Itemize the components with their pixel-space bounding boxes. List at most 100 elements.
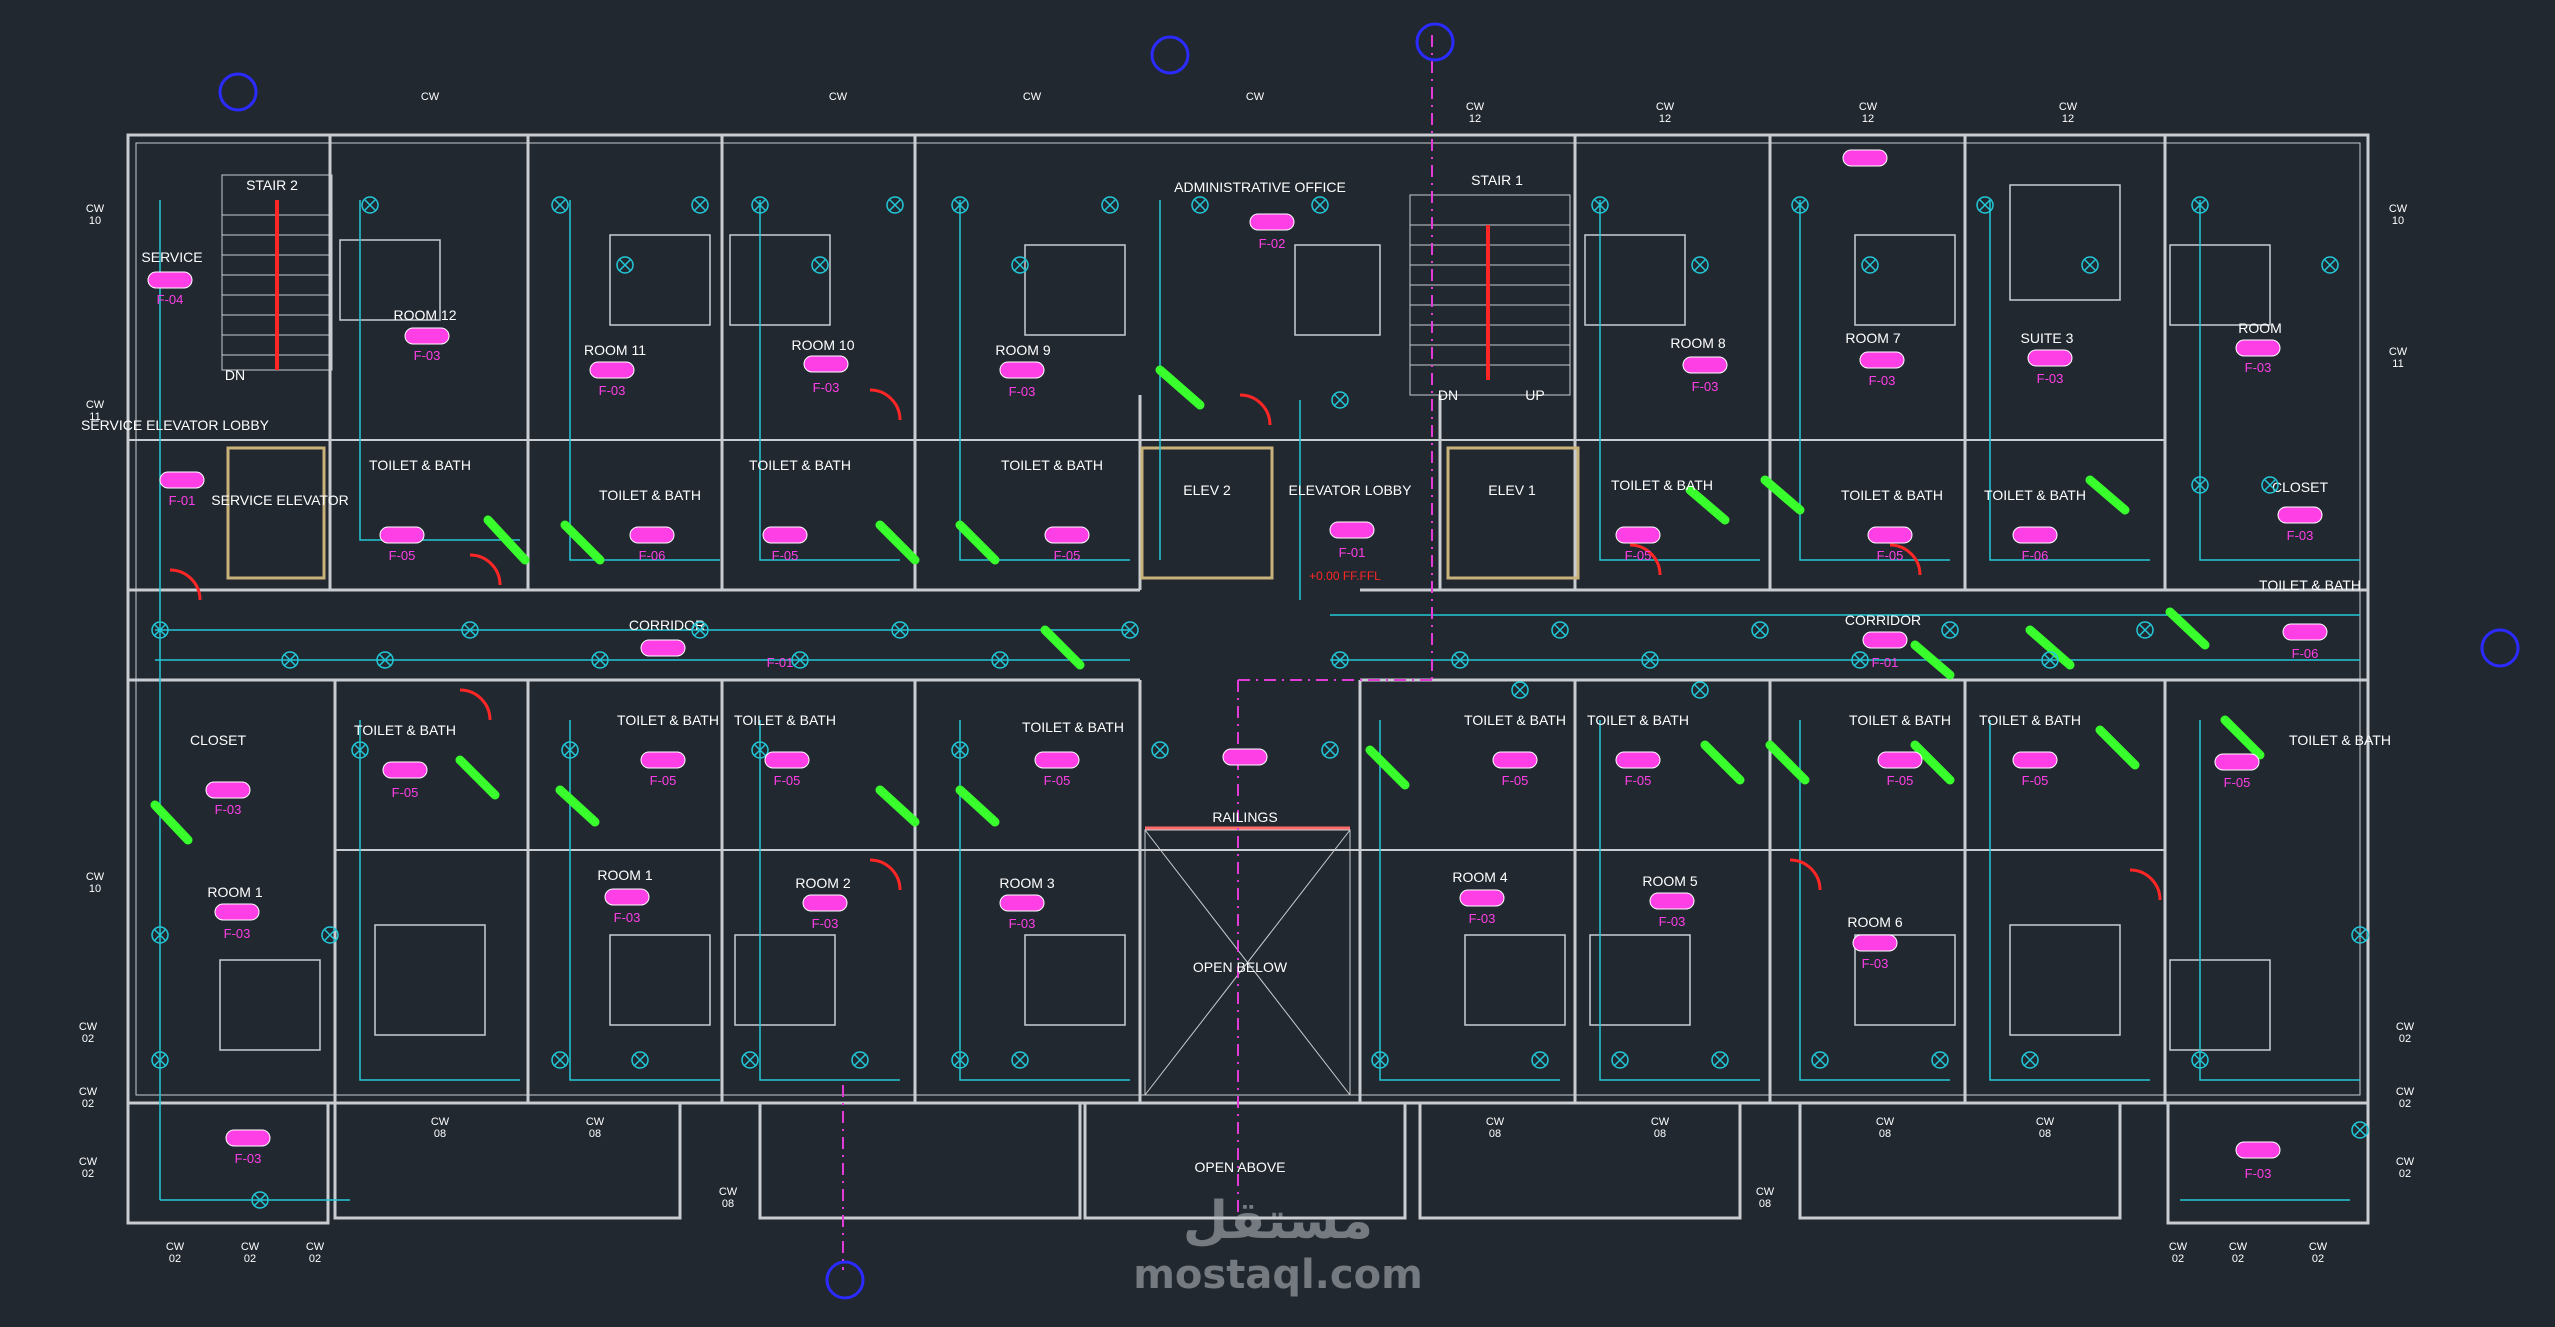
grid-tag-cw: CW: [431, 1116, 450, 1128]
light-fixture-icon: [1591, 196, 1609, 214]
light-fixture-icon: [1551, 621, 1569, 639]
finish-tag-pill: [1852, 934, 1898, 952]
finish-tag-room12: F-03: [414, 348, 441, 363]
grid-tag-cw: CW: [241, 1241, 260, 1253]
light-fixture-cross: [1713, 1053, 1727, 1067]
room-label-stair1: STAIR 1: [1471, 172, 1523, 188]
grid-tag-number: 02: [82, 1098, 94, 1110]
light-fixture-cross: [563, 743, 577, 757]
grid-tag-number: 02: [2232, 1253, 2244, 1265]
finish-tag-pill: [604, 888, 650, 906]
light-fixture-icon: [351, 741, 369, 759]
finish-tag-service: F-04: [157, 292, 184, 307]
room-label-room10: ROOM 10: [791, 337, 854, 353]
room-label-admin: ADMINISTRATIVE OFFICE: [1174, 179, 1346, 195]
grid-tag-number: 02: [2399, 1033, 2411, 1045]
light-fixture-cross: [1643, 653, 1657, 667]
light-fixture-cross: [693, 623, 707, 637]
finish-tag-tb1: F-05: [389, 548, 416, 563]
light-fixture-icon: [886, 196, 904, 214]
room-label-room6: ROOM 6: [1847, 914, 1902, 930]
finish-tag-pill: [1867, 526, 1913, 544]
finish-tag-pill: [382, 761, 428, 779]
grid-tag-number: 08: [589, 1128, 601, 1140]
stair1-dn-label: DN: [1438, 387, 1458, 403]
light-fixture-cross: [2353, 928, 2367, 942]
grid-tag-number: 02: [2172, 1253, 2184, 1265]
finish-tag-pill: [2214, 753, 2260, 771]
finish-tag-pill: [1842, 149, 1888, 167]
finish-tag-pill: [629, 526, 675, 544]
grid-tag-cw: CW: [166, 1241, 185, 1253]
light-fixture-icon: [891, 621, 909, 639]
finish-tag-tb11: F-05: [1044, 773, 1071, 788]
finish-tag-tb7: F-06: [2022, 548, 2049, 563]
room-label-open-below: OPEN BELOW: [1193, 959, 1288, 975]
light-fixture-icon: [1011, 1051, 1029, 1069]
grid-tags: CW10CW11CW10CW02CW02CW02CW02CW02CW02CW08…: [79, 91, 2415, 1265]
finish-tag-pill: [1615, 526, 1661, 544]
grid-tag-number: 12: [1862, 113, 1874, 125]
light-fixture-cross: [1943, 623, 1957, 637]
light-fixture-cross: [753, 198, 767, 212]
room-label-service-elev-lobby: SERVICE ELEVATOR LOBBY: [81, 417, 270, 433]
light-fixture-icon: [2191, 196, 2209, 214]
grid-tag-cw: CW: [719, 1186, 738, 1198]
grid-tag-cw: CW: [79, 1021, 98, 1033]
grid-tag-cw: CW: [586, 1116, 605, 1128]
light-fixture-icon: [281, 651, 299, 669]
finish-tag-pill: [999, 361, 1045, 379]
light-fixture-icon: [561, 741, 579, 759]
light-fixtures: [151, 196, 2369, 1209]
finish-tag-selobby: F-01: [169, 493, 196, 508]
room-label-tb2: TOILET & BATH: [599, 487, 701, 503]
finish-tag-pill: [1044, 526, 1090, 544]
stair-1: [1409, 194, 1571, 396]
room-label-service: SERVICE: [141, 249, 202, 265]
finish-tag-pill: [2282, 623, 2328, 641]
finish-tag-room1: F-03: [614, 910, 641, 925]
finish-tag-room1-l: F-03: [224, 926, 251, 941]
grid-tag-cw: CW: [2389, 203, 2408, 215]
light-fixture-cross: [1533, 1053, 1547, 1067]
finish-tag-tb-r: F-06: [2292, 646, 2319, 661]
light-fixture-cross: [743, 1053, 757, 1067]
light-fixture-icon: [751, 741, 769, 759]
grid-tag-number: 02: [309, 1253, 321, 1265]
light-fixture-icon: [1611, 1051, 1629, 1069]
light-fixture-cross: [1103, 198, 1117, 212]
light-fixture-cross: [953, 743, 967, 757]
grid-tag-cw: CW: [79, 1086, 98, 1098]
light-fixture-icon: [1331, 651, 1349, 669]
grid-tag-cw: CW: [1656, 101, 1675, 113]
light-fixture-cross: [353, 743, 367, 757]
light-fixture-cross: [153, 1053, 167, 1067]
finish-tag-room10: F-03: [813, 380, 840, 395]
finish-tag-tb16: F-05: [2224, 775, 2251, 790]
light-fixture-icon: [951, 196, 969, 214]
light-fixture-cross: [2193, 1053, 2207, 1067]
room-label-room7: ROOM 7: [1845, 330, 1900, 346]
light-fixture-icon: [751, 196, 769, 214]
room-label-suite3: SUITE 3: [2021, 330, 2074, 346]
light-fixture-icon: [1101, 196, 1119, 214]
watermark-arabic: مستقل: [1183, 1191, 1373, 1251]
light-fixture-icon: [321, 926, 339, 944]
light-fixture-cross: [1453, 653, 1467, 667]
light-fixture-icon: [1751, 621, 1769, 639]
finish-tag-pill: [1329, 521, 1375, 539]
light-fixture-icon: [1711, 1051, 1729, 1069]
doors: [169, 388, 2162, 901]
grid-tag-cw: CW: [1756, 1186, 1775, 1198]
light-fixture-icon: [2081, 256, 2099, 274]
light-fixture-icon: [2321, 256, 2339, 274]
room-label-stair2: STAIR 2: [246, 177, 298, 193]
room-label-closet-r: CLOSET: [2272, 479, 2328, 495]
room-label-room9: ROOM 9: [995, 342, 1050, 358]
finish-tag-tb10: F-05: [774, 773, 801, 788]
light-fixture-icon: [251, 1191, 269, 1209]
finish-tag-closet-l: F-03: [215, 802, 242, 817]
light-fixture-icon: [1151, 741, 1169, 759]
